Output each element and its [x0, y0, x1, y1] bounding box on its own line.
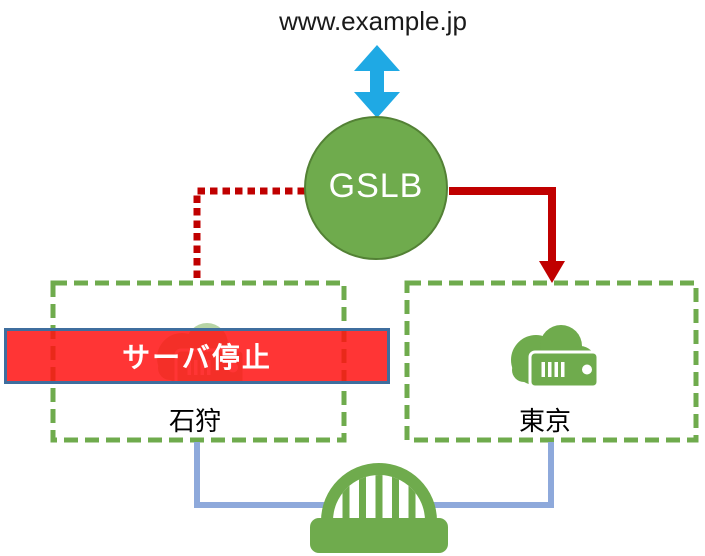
- domain-label: www.example.jp: [279, 6, 467, 36]
- gslb-node-circle: [304, 116, 448, 260]
- gslb-label: GSLB: [328, 167, 424, 205]
- gslb-to-ishikari-dotted-link: [193, 187, 305, 281]
- server-down-banner-label: サーバ停止: [122, 342, 272, 373]
- up-down-arrow-icon: [354, 45, 400, 118]
- tokyo-zone-border: [404, 280, 699, 443]
- tokyo-site-label: 東京: [518, 406, 571, 436]
- tokyo-to-bridge-line: [423, 442, 554, 508]
- bridge-icon: [310, 463, 448, 553]
- cloud-server-icon-tokyo: [509, 323, 600, 389]
- ishikari-to-bridge-line: [194, 442, 335, 508]
- server-down-banner: サーバ停止: [4, 328, 390, 384]
- gslb-to-tokyo-link: [449, 187, 556, 263]
- ishikari-site-label: 石狩: [168, 406, 221, 436]
- arrowhead-icon: [539, 261, 565, 283]
